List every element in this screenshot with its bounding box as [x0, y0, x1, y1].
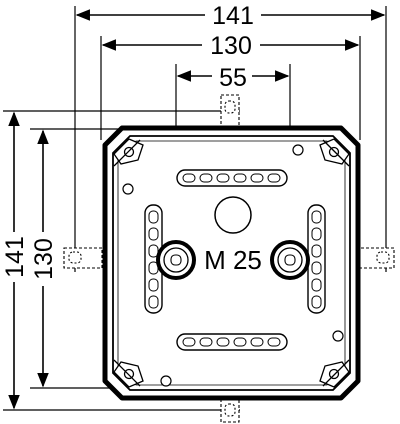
corner-post-top-right [319, 138, 350, 167]
screw-hole [292, 144, 304, 156]
corner-post-bottom-left [113, 359, 144, 388]
outer-height-label: 141 [1, 236, 29, 278]
slot-bar-left [144, 204, 163, 314]
dimension-outer-height: 141 [1, 110, 240, 411]
dimension-inner-width: 130 [100, 32, 361, 140]
dimension-gland-spacing: 55 [175, 63, 291, 266]
inner-height-label: 130 [30, 238, 58, 280]
mounting-lug-top [220, 94, 240, 130]
gland-spacing-label: 55 [219, 64, 247, 92]
outer-width-label: 141 [212, 2, 254, 30]
screw-hole [160, 375, 172, 387]
gland-knockout-left [156, 240, 196, 280]
mounting-lug-right [355, 247, 395, 269]
slot-bar-right [307, 204, 326, 314]
screw-hole [332, 330, 344, 342]
slot-bar-bottom [176, 333, 288, 351]
inner-width-label: 130 [210, 32, 252, 60]
center-knockout [214, 196, 252, 234]
screw-hole-group [122, 144, 344, 387]
corner-post-bottom-right [319, 359, 350, 388]
gland-size-label: M 25 [204, 245, 262, 275]
slot-bar-top [176, 169, 288, 187]
gland-knockout-right [270, 240, 310, 280]
dimension-outer-width: 141 [74, 2, 387, 272]
screw-hole [122, 183, 134, 195]
mounting-lug-left [63, 247, 103, 269]
corner-post-top-left [113, 138, 144, 167]
